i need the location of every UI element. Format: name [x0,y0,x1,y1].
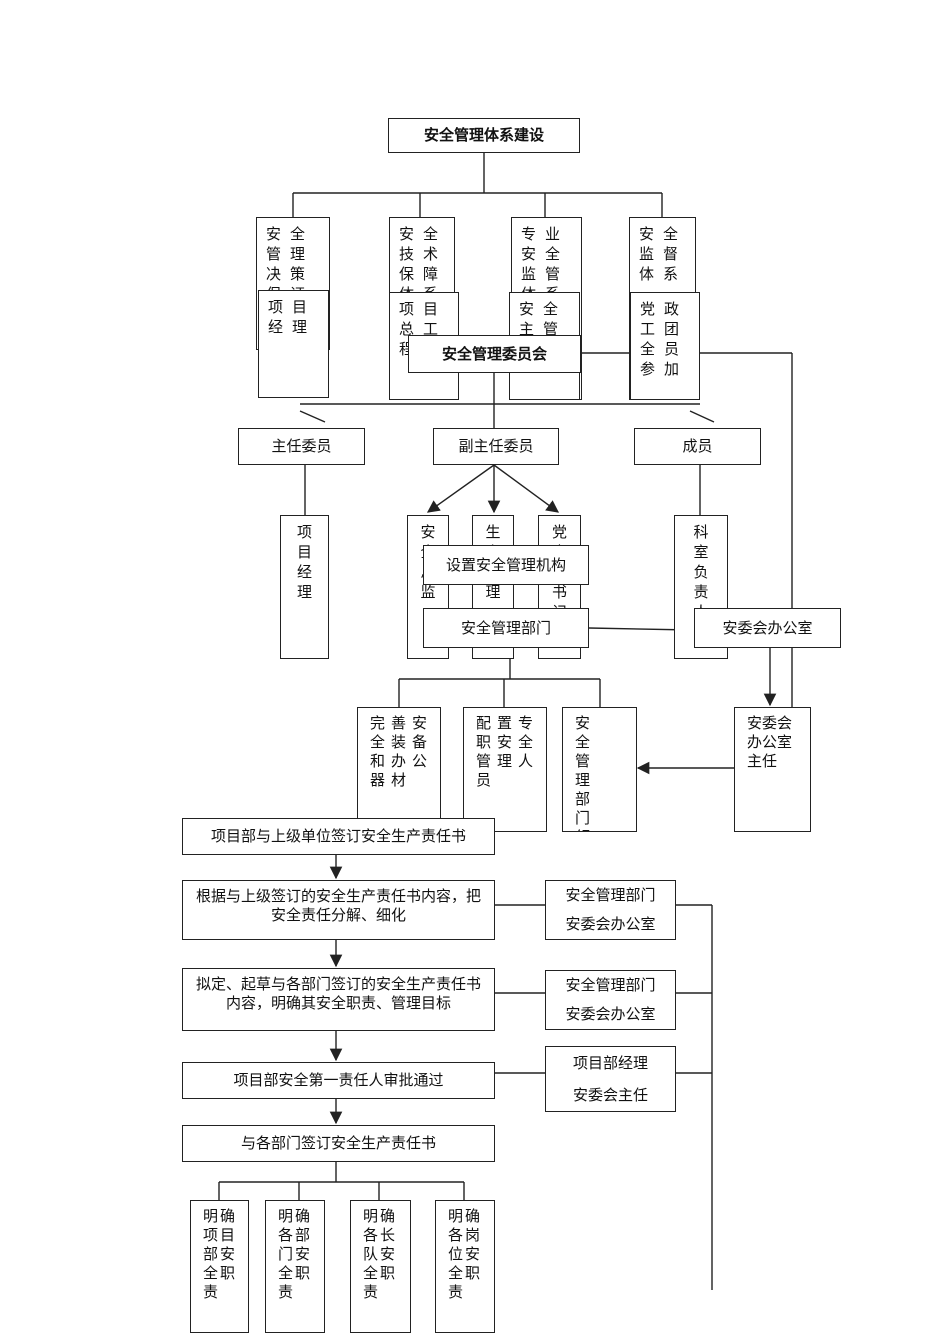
responsible-step3-box: 安全管理部门 安委会办公室 [545,970,676,1030]
committee-box: 安全管理委员会 [408,335,581,373]
flow-step5-text: 与各部门签订安全生产责任书 [240,1134,436,1152]
flow-step2-box: 根据与上级签订的安全生产责任书内容，把安全责任分解、细化 [182,880,495,940]
duty-project-text: 明确项目部安全职责 [203,1207,238,1301]
role-director-box: 主任委员 [238,428,365,465]
role-member-text: 成员 [682,437,713,455]
flow-step1-box: 项目部与上级单位签订安全生产责任书 [182,818,495,855]
system-sub-decision-text: 项目经理 [268,298,317,336]
system-sub-supervision-text: 安全主管 [519,300,568,338]
responsible-step2-a: 安全管理部门 [565,886,656,904]
responsible-step3-a: 安全管理部门 [565,976,656,994]
role-sub-dept-heads-text: 科室负责人 [693,523,709,621]
responsible-step3-b: 安委会办公室 [565,1005,656,1023]
duty-departments-text: 明确各部门安全职责 [278,1207,313,1301]
flow-step5-box: 与各部门签订安全生产责任书 [182,1125,495,1162]
flow-step4-text: 项目部安全第一责任人审批通过 [233,1071,444,1089]
flow-step1-text: 项目部与上级单位签订安全生产责任书 [210,827,466,845]
role-member-box: 成员 [634,428,761,465]
safety-dept-box: 安全管理部门 [423,608,589,648]
responsible-step4-a: 项目部经理 [572,1053,648,1072]
flow-step3-text: 拟定、起草与各部门签订的安全生产责任书内容，明确其安全职责、管理目标 [195,975,481,1012]
task-staffing-box: 配置专职安全管理人员 [463,707,547,832]
role-sub-project-manager: 项目经理 [280,515,329,659]
committee-text: 安全管理委员会 [441,344,547,363]
task-equipment-box: 完善安全装备和办公器材 [357,707,441,832]
flow-step2-text: 根据与上级签订的安全生产责任书内容，把安全责任分解、细化 [195,887,481,924]
office-director-text: 安委会办公室主任 [747,714,793,770]
duty-teams-text: 明确各长队安全职责 [363,1207,398,1301]
duty-departments-box: 明确各部门安全职责 [265,1200,325,1333]
responsible-step2-b: 安委会办公室 [565,915,656,933]
duty-teams-box: 明确各长队安全职责 [350,1200,411,1333]
system-sub-decision: 项目经理 [258,290,329,398]
task-staffing-text: 配置专职安全管理人员 [476,714,540,789]
title-text: 安全管理体系建设 [423,126,544,144]
system-label-monitor: 安全监督体系 [639,225,688,283]
task-equipment-text: 完善安全装备和办公器材 [370,714,434,789]
responsible-step4-box: 项目部经理 安委会主任 [545,1046,676,1112]
role-director-text: 主任委员 [271,437,332,455]
role-deputy-box: 副主任委员 [433,428,559,465]
office-director-box: 安委会办公室主任 [734,707,811,832]
duty-project-box: 明确项目部安全职责 [190,1200,249,1333]
flow-step3-box: 拟定、起草与各部门签订的安全生产责任书内容，明确其安全职责、管理目标 [182,968,495,1031]
title-box: 安全管理体系建设 [388,118,580,153]
role-deputy-text: 副主任委员 [458,437,534,455]
safety-dept-text: 安全管理部门 [460,618,551,637]
duty-positions-box: 明确各岗位安全职责 [435,1200,495,1333]
task-leader-text: 安全管理部门领导 [575,714,608,831]
role-sub-project-manager-text: 项目经理 [296,523,312,601]
office-text: 安委会办公室 [722,618,813,637]
system-sub-monitor-text: 党政工团全员参加 [640,300,689,378]
duty-positions-text: 明确各岗位安全职责 [448,1207,483,1301]
setup-agency-box: 设置安全管理机构 [423,545,589,585]
flow-step4-box: 项目部安全第一责任人审批通过 [182,1062,495,1099]
setup-agency-text: 设置安全管理机构 [445,555,566,574]
office-box: 安委会办公室 [694,608,841,648]
task-leader-box: 安全管理部门领导 [562,707,637,832]
system-sub-monitor: 党政工团全员参加 [630,292,700,400]
responsible-step4-b: 安委会主任 [572,1085,648,1104]
responsible-step2-box: 安全管理部门 安委会办公室 [545,880,676,940]
